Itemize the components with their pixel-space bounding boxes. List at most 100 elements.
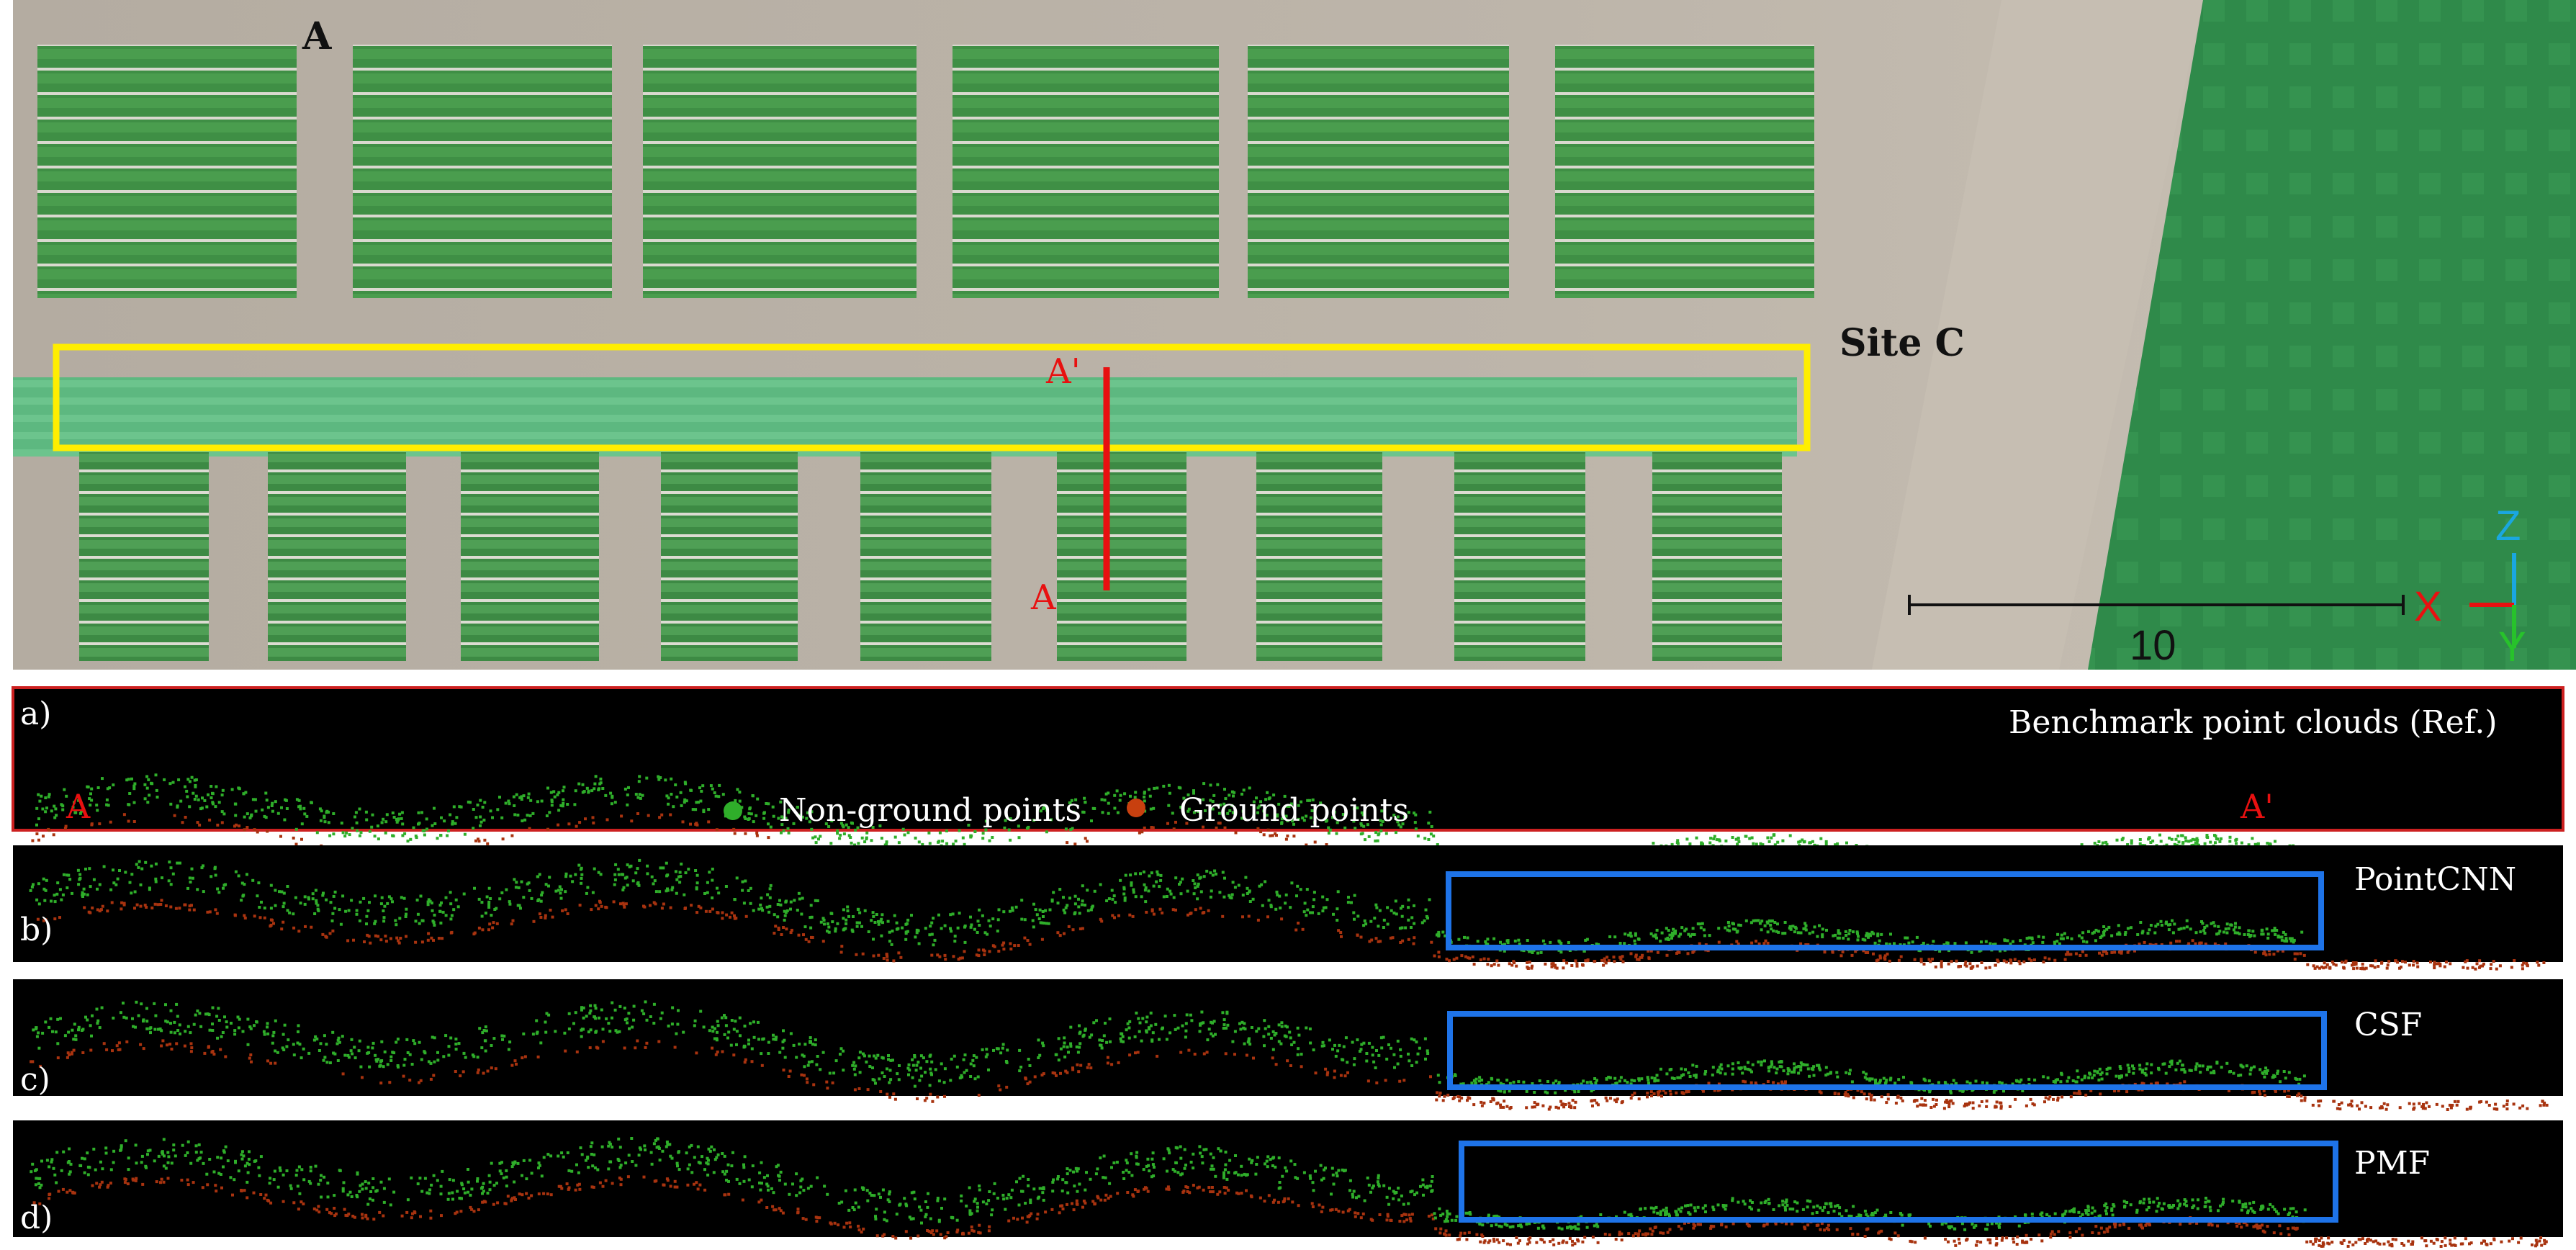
non-ground-point	[184, 785, 186, 788]
ground-point	[1086, 840, 1089, 843]
non-ground-point	[1035, 913, 1039, 917]
ground-point	[1847, 1094, 1850, 1098]
non-ground-point	[234, 814, 238, 817]
non-ground-point	[780, 831, 783, 835]
non-ground-point	[443, 819, 446, 823]
non-ground-point	[1400, 914, 1404, 918]
non-ground-point	[1100, 798, 1104, 801]
non-ground-point	[2154, 925, 2158, 928]
non-ground-point	[1014, 905, 1018, 909]
non-ground-point	[814, 841, 818, 845]
non-ground-point	[66, 886, 69, 889]
ground-point	[2478, 966, 2481, 969]
non-ground-point	[1824, 842, 1828, 846]
non-ground-point	[1310, 809, 1314, 812]
non-ground-point	[875, 913, 878, 916]
non-ground-point	[1205, 869, 1209, 873]
ground-point	[1429, 1075, 1432, 1079]
non-ground-point	[1172, 896, 1176, 899]
non-ground-point	[784, 817, 788, 820]
non-ground-point	[702, 809, 706, 812]
non-ground-point	[340, 822, 343, 825]
non-ground-point	[969, 1062, 973, 1066]
non-ground-point	[452, 908, 456, 912]
ground-point	[2332, 1100, 2336, 1103]
ground-point	[1013, 944, 1017, 948]
non-ground-point	[1693, 933, 1696, 936]
non-ground-point	[353, 1046, 356, 1049]
ground-point	[1950, 960, 1953, 963]
non-ground-point	[1143, 883, 1146, 886]
ground-point	[1066, 841, 1069, 845]
non-ground-point	[190, 867, 194, 871]
non-ground-point	[528, 889, 531, 892]
ground-point	[1609, 1097, 1612, 1100]
non-ground-point	[1222, 1023, 1226, 1027]
non-ground-point	[368, 1065, 371, 1069]
non-ground-point	[375, 1059, 379, 1063]
non-ground-point	[189, 1031, 192, 1035]
ground-point	[1009, 942, 1012, 945]
non-ground-point	[1607, 1076, 1611, 1079]
non-ground-point	[2093, 842, 2097, 845]
non-ground-point	[1415, 1040, 1418, 1044]
ground-point	[190, 904, 193, 907]
non-ground-point	[2205, 834, 2209, 837]
ground-point	[1313, 840, 1317, 844]
non-ground-point	[1374, 903, 1378, 907]
non-ground-point	[760, 907, 763, 910]
non-ground-point	[1761, 843, 1765, 847]
ground-point	[1215, 826, 1218, 829]
ground-point	[58, 916, 61, 919]
ground-point	[139, 904, 143, 908]
non-ground-point	[266, 1025, 269, 1029]
non-ground-point	[1808, 932, 1811, 935]
ground-point	[695, 911, 699, 914]
non-ground-point	[319, 819, 323, 822]
non-ground-point	[1363, 919, 1366, 922]
ground-point	[169, 905, 173, 909]
non-ground-point	[251, 878, 255, 882]
non-ground-point	[1906, 936, 1909, 940]
section-start-label: A	[1030, 577, 1057, 618]
non-ground-point	[294, 896, 297, 899]
non-ground-point	[1752, 842, 1755, 845]
non-ground-point	[1803, 840, 1806, 843]
ground-point	[89, 1048, 93, 1052]
non-ground-point	[50, 899, 53, 903]
ground-point	[1606, 1099, 1609, 1102]
ground-point	[993, 945, 996, 948]
non-ground-point	[1222, 1027, 1225, 1030]
ground-point	[1078, 927, 1082, 930]
ground-point	[807, 940, 811, 943]
non-ground-point	[657, 775, 660, 778]
non-ground-point	[1852, 930, 1855, 934]
non-ground-point	[1222, 1018, 1226, 1022]
ground-point	[1379, 940, 1382, 943]
non-ground-point	[1277, 802, 1281, 806]
non-ground-point	[1695, 1064, 1698, 1068]
non-ground-point	[667, 802, 670, 806]
non-ground-point	[1324, 906, 1328, 909]
non-ground-point	[418, 1040, 421, 1044]
non-ground-point	[1321, 909, 1325, 913]
ground-point	[673, 1046, 677, 1049]
non-ground-point	[414, 835, 418, 838]
ground-point	[366, 933, 369, 937]
non-ground-point	[400, 817, 403, 820]
ground-point	[477, 837, 479, 841]
non-ground-point	[667, 1024, 670, 1028]
ground-point	[1919, 960, 1923, 963]
ground-point	[1486, 963, 1490, 966]
non-ground-point	[2199, 930, 2202, 934]
non-ground-point	[374, 894, 377, 898]
non-ground-point	[1793, 925, 1797, 929]
non-ground-point	[430, 901, 433, 905]
non-ground-point	[1770, 927, 1773, 931]
ground-point	[2253, 950, 2257, 954]
non-ground-point	[1047, 922, 1050, 925]
ground-point	[374, 934, 377, 938]
non-ground-point	[395, 820, 399, 824]
non-ground-point	[1084, 904, 1086, 907]
non-ground-point	[729, 1043, 733, 1047]
